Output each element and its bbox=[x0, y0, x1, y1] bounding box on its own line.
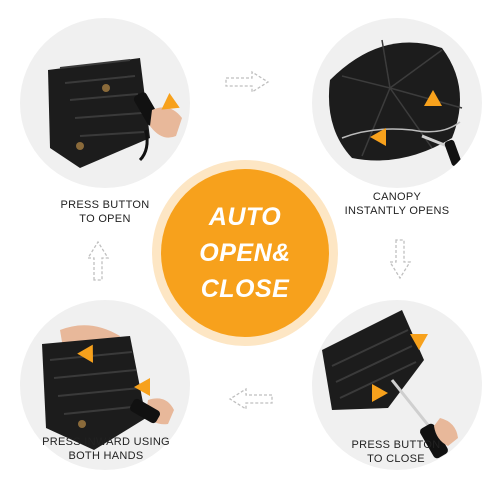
step-photo-press-to-close bbox=[312, 300, 482, 470]
step-caption-3: PRESS INWARD USING BOTH HANDS bbox=[36, 435, 176, 463]
dashed-arrow-left-icon bbox=[228, 387, 274, 411]
caption-line: BOTH HANDS bbox=[68, 450, 144, 462]
semi-open-umbrella-image bbox=[322, 310, 458, 459]
orange-arrow-icon bbox=[424, 90, 442, 106]
orange-arrow-icon bbox=[410, 334, 428, 350]
caption-line: TO OPEN bbox=[79, 213, 131, 225]
step-caption-2: CANOPY INSTANTLY OPENS bbox=[330, 190, 464, 218]
step-photo-canopy-opens bbox=[312, 18, 482, 188]
badge-line-1: AUTO bbox=[208, 203, 282, 231]
auto-open-close-badge: AUTO OPEN& CLOSE bbox=[161, 169, 329, 337]
caption-line: INSTANTLY OPENS bbox=[344, 205, 450, 217]
orange-arrow-icon bbox=[370, 128, 386, 146]
dashed-arrow-up-icon bbox=[86, 240, 110, 282]
closing-umbrella-image bbox=[42, 325, 174, 450]
orange-arrow-icon bbox=[134, 378, 150, 396]
step-photo-press-inward bbox=[20, 300, 190, 470]
caption-line: CANOPY bbox=[372, 191, 422, 203]
step-caption-4: PRESS BUTTON TO CLOSE bbox=[338, 438, 454, 466]
dashed-arrow-down-icon bbox=[388, 238, 412, 280]
badge-line-3: CLOSE bbox=[200, 275, 290, 303]
caption-line: PRESS BUTTON bbox=[60, 199, 150, 211]
badge-line-2: OPEN& bbox=[199, 239, 291, 267]
caption-line: PRESS INWARD USING bbox=[42, 436, 170, 448]
caption-line: PRESS BUTTON bbox=[351, 439, 441, 451]
dashed-arrow-right-icon bbox=[224, 70, 270, 94]
step-photo-press-to-open bbox=[20, 18, 190, 188]
orange-arrow-icon bbox=[372, 384, 388, 402]
open-umbrella-image bbox=[328, 39, 463, 167]
step-caption-1: PRESS BUTTON TO OPEN bbox=[50, 198, 160, 226]
folded-umbrella-image bbox=[48, 58, 182, 168]
caption-line: TO CLOSE bbox=[367, 453, 425, 465]
